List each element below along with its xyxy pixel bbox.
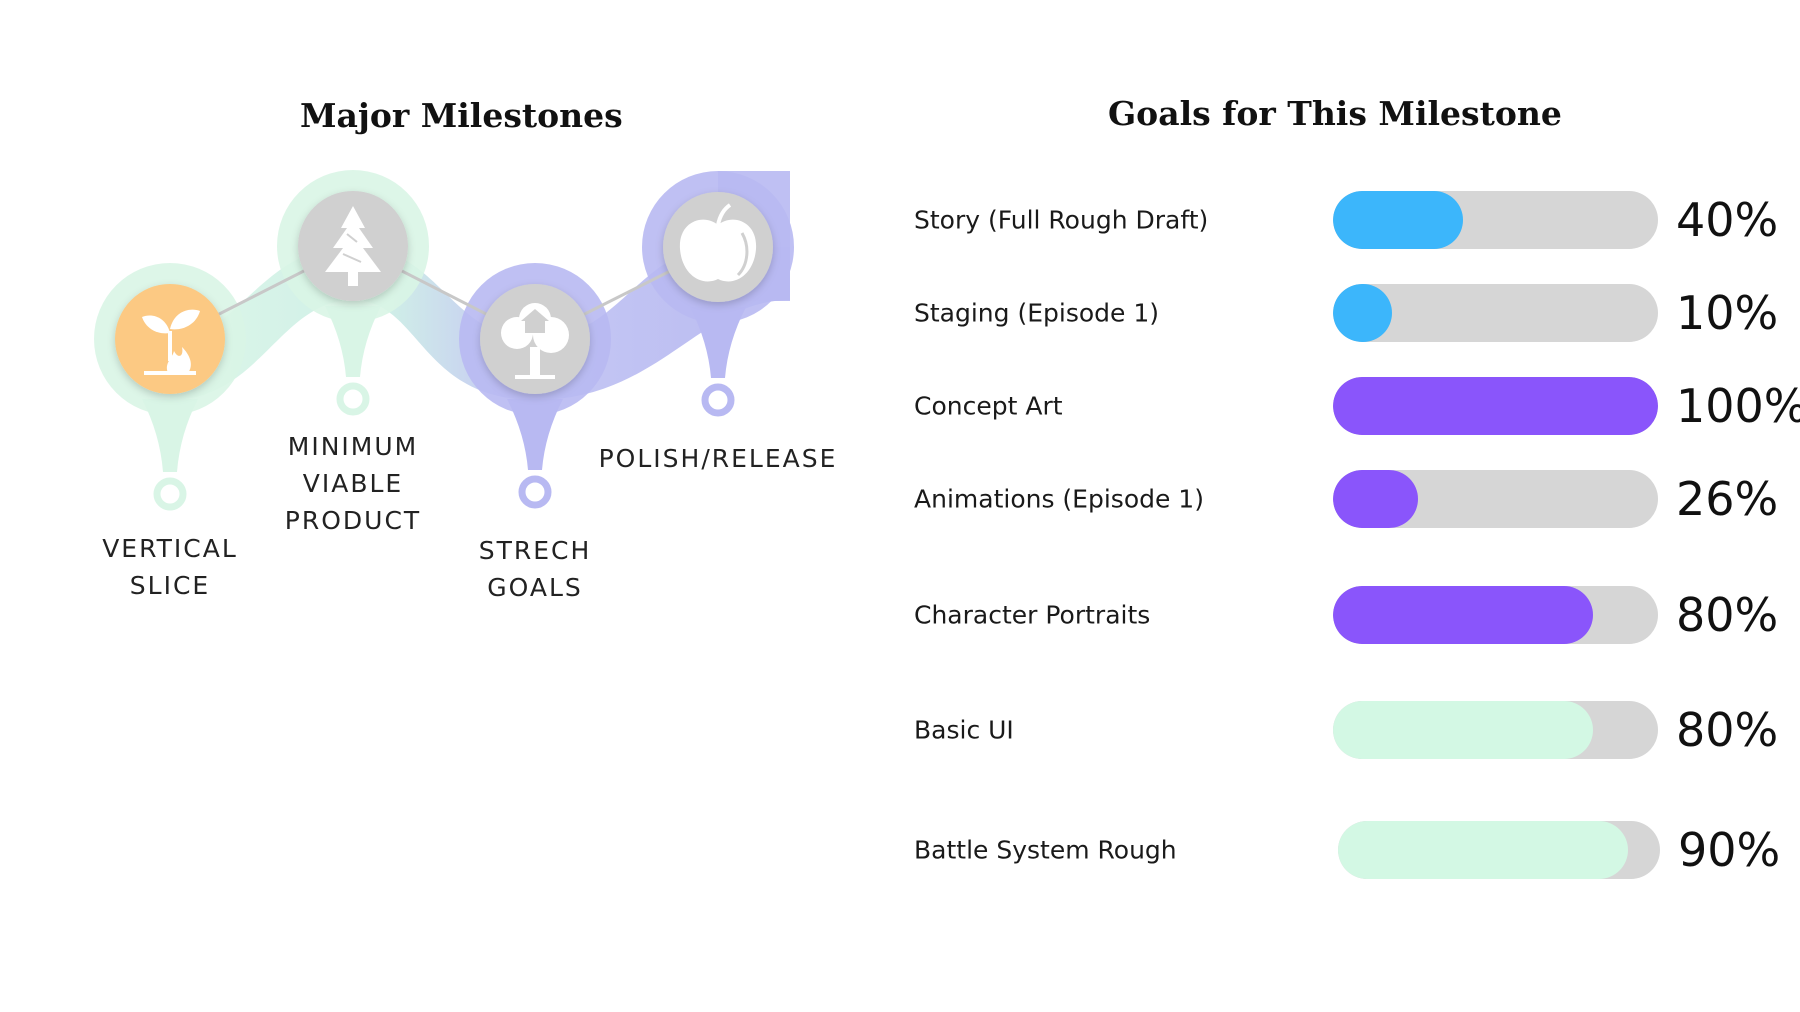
- milestone-pin: [336, 382, 370, 416]
- apple-icon: [679, 203, 757, 282]
- milestone-node: [480, 284, 590, 394]
- milestone-pin: [153, 477, 187, 511]
- treehouse-icon: [501, 303, 569, 379]
- goal-label: Story (Full Rough Draft): [914, 205, 1209, 235]
- progress-fill: [1333, 470, 1418, 528]
- goal-label: Basic UI: [914, 715, 1014, 745]
- progress-percent: 40%: [1676, 193, 1779, 247]
- milestone-node: [115, 284, 225, 394]
- pine-tree-icon: [325, 206, 381, 286]
- progress-track: [1333, 284, 1658, 342]
- milestone-label: STRECH GOALS: [478, 536, 592, 602]
- progress-fill: [1333, 701, 1593, 759]
- goal-label: Battle System Rough: [914, 835, 1177, 865]
- progress-track: [1333, 470, 1658, 528]
- sprout-fire-icon: [142, 309, 200, 375]
- milestones-title: Major Milestones: [300, 96, 623, 135]
- goals-title: Goals for This Milestone: [1108, 94, 1562, 133]
- milestone-node: [663, 192, 773, 302]
- progress-track: [1333, 191, 1658, 249]
- milestone-label: POLISH/RELEASE: [598, 444, 838, 473]
- goal-label: Animations (Episode 1): [914, 484, 1204, 514]
- milestone-drip: [507, 399, 563, 470]
- progress-percent: 90%: [1678, 823, 1781, 877]
- goal-label: Concept Art: [914, 391, 1063, 421]
- progress-track: [1333, 701, 1658, 759]
- progress-percent: 100%: [1676, 379, 1800, 433]
- milestone-drip: [325, 306, 381, 377]
- progress-track: [1333, 586, 1658, 644]
- milestone-pin: [518, 475, 552, 509]
- goal-label: Staging (Episode 1): [914, 298, 1160, 328]
- milestone-drip: [690, 307, 746, 378]
- progress-percent: 26%: [1676, 472, 1779, 526]
- milestone-diagram: [94, 170, 794, 511]
- milestone-label: MINIMUM VIABLE PRODUCT: [284, 432, 422, 535]
- progress-track: [1338, 821, 1660, 879]
- progress-fill: [1333, 586, 1593, 644]
- progress-fill: [1333, 191, 1463, 249]
- progress-percent: 10%: [1676, 286, 1779, 340]
- milestone-label: VERTICAL SLICE: [102, 534, 238, 600]
- milestone-node: [298, 191, 408, 301]
- progress-fill: [1333, 284, 1392, 342]
- progress-percent: 80%: [1676, 703, 1779, 757]
- milestone-drip: [142, 399, 198, 472]
- progress-fill: [1333, 377, 1658, 435]
- milestone-pin: [701, 383, 735, 417]
- progress-track: [1333, 377, 1658, 435]
- progress-percent: 80%: [1676, 588, 1779, 642]
- goal-label: Character Portraits: [914, 600, 1151, 630]
- progress-fill: [1338, 821, 1628, 879]
